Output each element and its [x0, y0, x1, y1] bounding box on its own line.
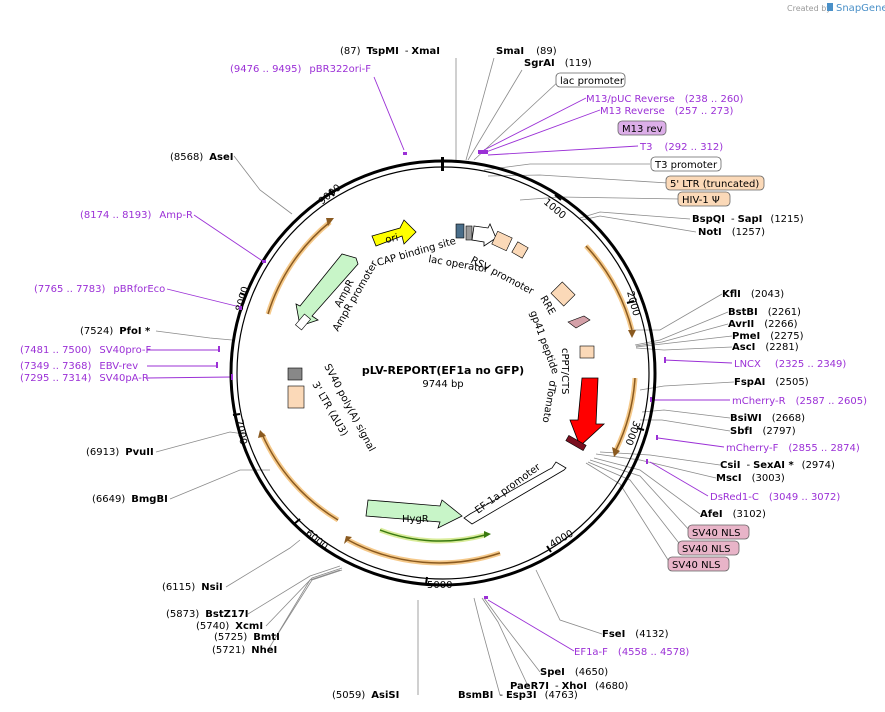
enzyme-bmgbi: (6649)BmgBI [92, 494, 168, 505]
label-5ltr: 5' LTR (truncated) [670, 179, 759, 190]
boxed-labels: lac promoter M13 rev T3 promoter 5' LTR … [555, 72, 765, 572]
primer-ebv-rev: (7349 .. 7368)EBV-rev [20, 361, 138, 372]
tick-1000: 1000 [541, 197, 568, 222]
feature-rre: RRE [537, 294, 557, 317]
primer-mcherry-r: mCherry-R(2587 .. 2605) [732, 396, 867, 407]
primer-sv40pro-f: (7481 .. 7500)SV40pro-F [20, 345, 151, 356]
primer-markers [216, 150, 666, 599]
label-sv40-nls-2: SV40 NLS [682, 544, 731, 555]
enzyme-noti: NotI(1257) [698, 227, 765, 238]
watermark: Created by SnapGene [787, 3, 885, 14]
primer-t3: T3(292 .. 312) [639, 142, 723, 153]
label-sv40-nls-3: SV40 NLS [672, 560, 721, 571]
plasmid-size: 9744 bp [422, 379, 463, 390]
rsv-promoter-arrow [471, 223, 497, 247]
enzyme-nsii: (6115)NsiI [162, 582, 223, 593]
ltr-box [491, 230, 513, 252]
sv40-polya-box [287, 367, 303, 381]
orf-arcs [258, 218, 638, 566]
cap-site-box [455, 223, 465, 239]
ltr3-box [287, 385, 305, 409]
enzyme-afei: AfeI(3102) [700, 509, 766, 520]
backbone [229, 157, 657, 587]
enzyme-asei: (8568)AseI [170, 152, 233, 163]
label-sv40-nls-1: SV40 NLS [692, 528, 741, 539]
plasmid-name: pLV-REPORT(EF1a no GFP) [362, 364, 524, 377]
primer-lncx: LNCX(2325 .. 2349) [734, 359, 846, 370]
enzyme-kfli: KflI(2043) [722, 289, 784, 300]
enzyme-avrii: AvrII(2266) [728, 319, 798, 330]
feature-cppt-cts: cPPT/CTS [559, 348, 570, 394]
enzyme-fsei: FseI(4132) [602, 629, 669, 640]
primer-amp-r: (8174 .. 8193)Amp-R [80, 210, 193, 221]
enzyme-asisi: (5059)AsiSI [332, 690, 399, 701]
tick-8000: 8000 [234, 285, 251, 312]
primer-labels: (9476 .. 9495)pBR322ori-F M13/pUC Revers… [20, 64, 867, 658]
feature-ori: ori [384, 232, 399, 245]
label-t3-promoter: T3 promoter [654, 160, 718, 171]
plasmid-title: pLV-REPORT(EF1a no GFP) 9744 bp [362, 364, 524, 390]
enzyme-sbfi: SbfI(2797) [730, 426, 796, 437]
enzyme-tspmi-xmai: (87)TspMI-XmaI [340, 46, 440, 57]
watermark-created-by: Created by [787, 4, 831, 13]
primer-ef1a-f: EF1a-F(4558 .. 4578) [574, 647, 689, 658]
enzyme-bstz17i: (5873)BstZ17I [166, 609, 249, 620]
feature-rsv-promoter: RSV promoter [469, 255, 537, 298]
label-hiv1-psi: HIV-1 Ψ [682, 195, 720, 206]
ori-arrow [371, 219, 417, 247]
ef1a-promoter-arrow [463, 461, 567, 525]
tick-5000: 5000 [427, 580, 452, 591]
enzyme-labels: (87)TspMI-XmaI SmaI(89) SgrAI(119) (8568… [80, 46, 835, 701]
lac-operator-box [465, 225, 473, 241]
nls-block [565, 434, 587, 452]
enzyme-pfoi: (7524)PfoI * [80, 326, 151, 337]
enzyme-bstbi: BstBI(2261) [728, 307, 801, 318]
enzyme-pmei: PmeI(2275) [732, 331, 804, 342]
enzyme-smai: SmaI(89) [496, 46, 557, 57]
enzyme-msci: MscI(3003) [716, 473, 785, 484]
primer-m13-puc-reverse: M13/pUC Reverse(238 .. 260) [586, 94, 744, 105]
primer-dsred1-c: DsRed1-C(3049 .. 3072) [710, 492, 840, 503]
enzyme-bsiwi: BsiWI(2668) [730, 413, 805, 424]
primer-m13-reverse: M13 Reverse(257 .. 273) [600, 106, 734, 117]
enzyme-bmti: (5725)BmtI [214, 632, 280, 643]
label-m13-rev: M13 rev [622, 124, 663, 135]
watermark-brand: SnapGene [836, 3, 885, 14]
primer-pbrforeco: (7765 .. 7783)pBRforEco [34, 284, 165, 295]
enzyme-paer7i-xhoi: PaeR7I-XhoI(4680) [510, 681, 628, 692]
enzyme-bsmbi-esp3i: BsmBI-Esp3I(4763) [458, 690, 578, 701]
dtomato-arrow [569, 377, 606, 447]
enzyme-xcmi: (5740)XcmI [196, 621, 263, 632]
ampr-promoter-box [295, 313, 311, 331]
enzyme-nhei: (5721)NheI [212, 645, 277, 656]
hygr-arrow [365, 499, 463, 529]
feature-dtomato: dTomato [540, 379, 558, 423]
tick-7000: 7000 [233, 419, 248, 446]
feature-gp41-peptide: gp41 peptide [527, 309, 560, 375]
primer-lines [146, 76, 733, 652]
enzyme-pvuii: (6913)PvuII [86, 447, 154, 458]
feature-ef1a-promoter: EF-1a promoter [473, 461, 543, 516]
primer-sv40pa-r: (7295 .. 7314)SV40pA-R [20, 373, 149, 384]
feature-hygr: HygR [402, 514, 429, 525]
leader-lines [155, 57, 735, 696]
enzyme-csii-sexai: CsiI-SexAI *(2974) [720, 460, 835, 471]
enzyme-asci: AscI(2281) [732, 342, 799, 353]
label-lac-promoter: lac promoter [560, 76, 625, 87]
snapgene-logo-icon [827, 3, 833, 11]
tick-6000: 6000 [303, 528, 330, 553]
enzyme-spei: SpeI(4650) [540, 667, 608, 678]
cppt-box [579, 345, 595, 359]
enzyme-sgrai: SgrAI(119) [524, 58, 592, 69]
enzyme-fspai: FspAI(2505) [734, 377, 809, 388]
enzyme-bspqi-sapi: BspQI-SapI(1215) [692, 214, 804, 225]
psi-box [511, 241, 529, 259]
gp41-arrow [567, 315, 591, 329]
primer-mcherry-f: mCherry-F(2855 .. 2874) [726, 443, 860, 454]
primer-pbr322ori-f: (9476 .. 9495)pBR322ori-F [230, 64, 371, 75]
rre-box [550, 281, 576, 307]
